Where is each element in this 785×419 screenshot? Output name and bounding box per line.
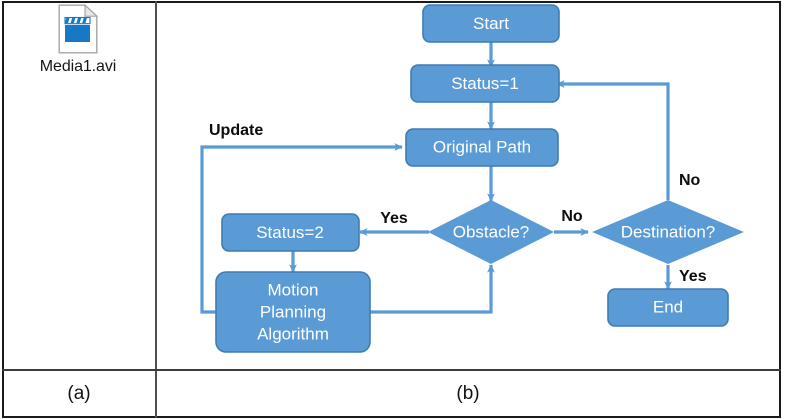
edge-label-obstacle-no: No [561,208,583,225]
media-file-name: Media1.avi [39,58,117,75]
panel-caption-a: (a) [67,383,91,404]
edge-motion-to-obstacle [369,264,495,314]
panel-caption-b: (b) [456,383,480,404]
node-start-label: Start [473,14,509,33]
flowchart-panel: Start Status=1 Original Path Obstacle? D… [157,1,779,368]
node-obstacle[interactable]: Obstacle? [428,200,554,264]
media-file-item[interactable]: Media1.avi [22,4,134,76]
frame-right-border [779,1,781,418]
edge-label-destination-no: No [679,172,701,189]
node-status1[interactable]: Status=1 [410,64,560,103]
flow-edges [200,42,672,314]
edge-label-update: Update [209,122,263,139]
node-original-path-label: Original Path [433,137,531,156]
node-motion-planning-algorithm[interactable]: Motion Planning Algorithm [215,271,371,353]
node-motion-label-line1: Motion [267,280,318,299]
node-original-path[interactable]: Original Path [405,128,559,167]
node-obstacle-label: Obstacle? [453,222,530,241]
node-destination[interactable]: Destination? [592,200,744,264]
node-destination-label: Destination? [621,222,716,241]
node-status2[interactable]: Status=2 [221,213,360,252]
node-status1-label: Status=1 [451,74,519,93]
frame-bottom-border [2,416,781,418]
video-file-icon [58,4,98,54]
node-end-label: End [653,297,683,316]
edge-update-to-original [200,143,403,314]
node-end[interactable]: End [607,288,729,327]
node-motion-label-line3: Algorithm [257,324,329,343]
edge-destination-no-to-status1 [556,80,670,200]
caption-divider-horizontal [2,369,781,371]
edge-label-destination-yes: Yes [679,268,707,285]
frame-top-border [2,1,781,3]
frame-left-border [2,1,4,418]
panel-divider-vertical [155,1,157,418]
node-start[interactable]: Start [422,4,560,43]
edge-label-obstacle-yes: Yes [380,210,408,227]
node-status2-label: Status=2 [256,223,324,242]
node-motion-label-line2: Planning [260,302,326,321]
